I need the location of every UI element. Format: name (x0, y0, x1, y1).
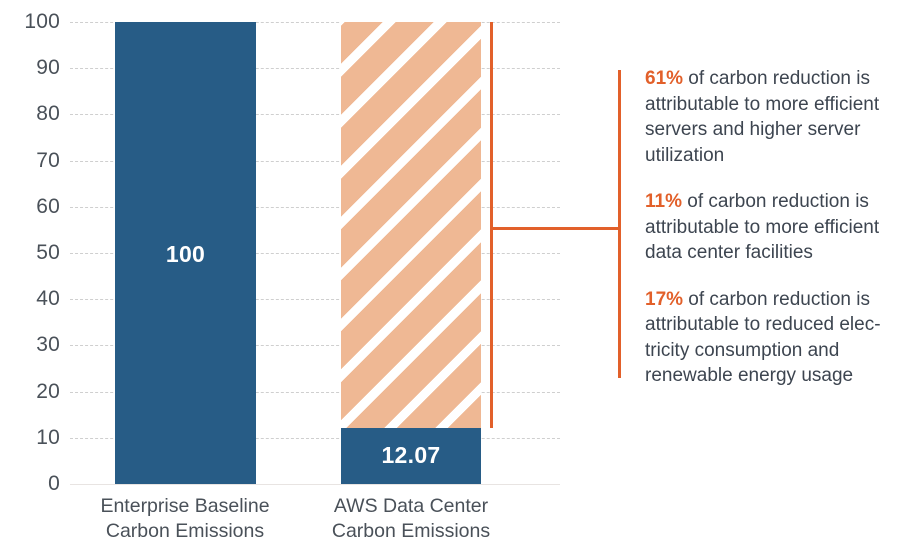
y-tick-90: 90 (36, 56, 60, 80)
annotation-list: 61% of carbon reduction is attributable … (645, 66, 910, 389)
y-axis: 100 90 80 70 60 50 40 30 20 10 0 (0, 10, 60, 495)
bar-value-aws-data-center: 12.07 (381, 442, 441, 469)
annotation-percent-11: 11% (645, 191, 682, 212)
annotation-item-11: 11% of carbon reduction is attributable … (645, 189, 910, 266)
gridline-70 (70, 160, 560, 162)
gridline-20 (70, 391, 560, 393)
x-label-enterprise-line2: Carbon Emissions (105, 520, 265, 542)
bar-chart: 100 90 80 70 60 50 40 30 20 10 0 100 12 (0, 10, 560, 544)
annotation-text-61-line1: of carbon reduction is (683, 68, 870, 89)
gridline-0 (70, 484, 560, 485)
annotation-text-11-line1: of carbon reduction is (681, 191, 869, 212)
y-tick-70: 70 (36, 148, 60, 172)
annotation-group-rule (618, 70, 621, 378)
annotation-text-61-line3: servers and higher server (645, 119, 861, 140)
annotation-text-17-line2: attributable to reduced elec- (645, 314, 881, 335)
x-label-aws-line2: Carbon Emissions (331, 520, 491, 542)
annotation-text-61-line2: attributable to more efficient (645, 93, 880, 115)
gridline-100 (70, 22, 560, 23)
gridline-30 (70, 345, 560, 347)
annotation-text-11-line3: data center facilities (645, 242, 813, 263)
gridline-50 (70, 253, 560, 254)
bar-aws-data-center[interactable]: 12.07 (341, 428, 481, 484)
annotation-text-61-line4: utilization (645, 144, 725, 166)
annotation-text-17-line3: tricity consumption and (645, 339, 840, 361)
y-tick-10: 10 (36, 425, 60, 449)
x-label-enterprise-line1: Enterprise Baseline (100, 495, 270, 517)
leader-line-horizontal (490, 227, 621, 230)
reduction-range-rule (490, 22, 493, 428)
y-tick-0: 0 (48, 472, 60, 495)
gridline-60 (70, 206, 560, 208)
annotation-percent-17: 17% (645, 288, 684, 310)
annotation-item-61: 61% of carbon reduction is attributable … (645, 66, 910, 168)
annotation-percent-61: 61% (645, 68, 684, 89)
gridline-90 (70, 68, 560, 70)
y-tick-100: 100 (24, 10, 60, 33)
annotation-text-17-line1: of carbon reduction is (683, 288, 870, 310)
bar-aws-reduction-hatch[interactable] (341, 22, 481, 484)
annotation-text-11-line2: attributable to more efficient (645, 216, 880, 238)
annotation-item-17: 17% of carbon reduction is attributable … (645, 287, 910, 389)
gridline-10 (70, 437, 560, 439)
x-label-aws-line1: AWS Data Center (333, 495, 489, 517)
y-tick-60: 60 (36, 194, 60, 218)
plot-region: 100 12.07 (70, 22, 560, 485)
y-tick-30: 30 (36, 333, 60, 357)
bar-enterprise-baseline[interactable]: 100 (115, 22, 256, 484)
y-tick-80: 80 (36, 102, 60, 126)
x-label-enterprise-baseline: Enterprise Baseline Carbon Emissions (95, 494, 275, 544)
y-tick-20: 20 (36, 379, 60, 403)
gridline-40 (70, 299, 560, 301)
y-tick-40: 40 (36, 287, 60, 311)
annotation-text-17-line4: renewable energy usage (645, 365, 854, 386)
y-tick-50: 50 (36, 241, 60, 264)
bar-value-enterprise-baseline: 100 (165, 241, 206, 267)
x-label-aws-data-center: AWS Data Center Carbon Emissions (321, 494, 501, 544)
gridline-80 (70, 114, 560, 116)
